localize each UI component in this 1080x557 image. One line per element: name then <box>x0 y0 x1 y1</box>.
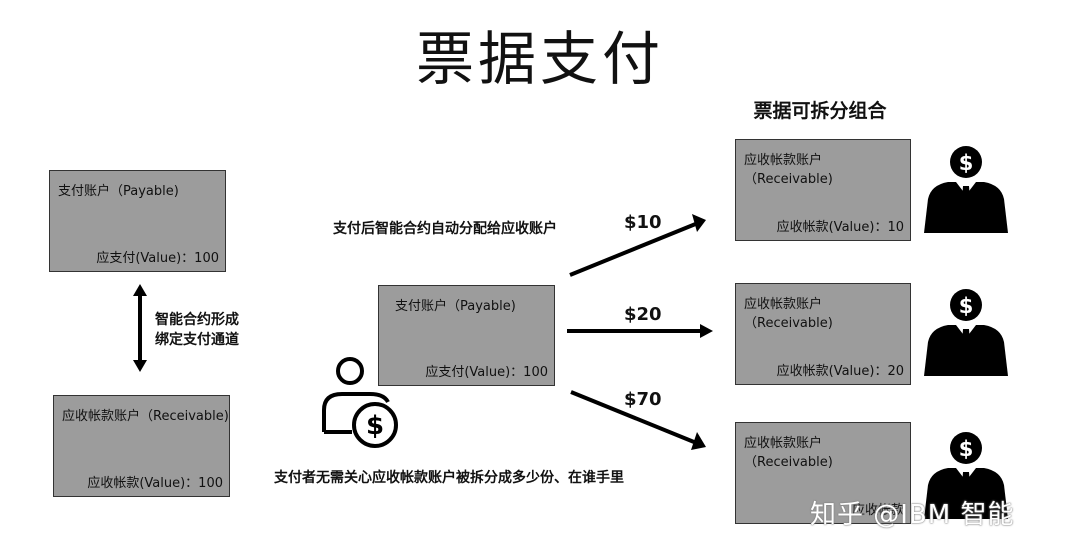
businessman-dollar-icon: $ <box>924 146 1008 233</box>
svg-text:$: $ <box>366 411 384 441</box>
account-value: 应收帐款(Value)：10 <box>776 220 904 235</box>
account-name: 支付账户（Payable) <box>395 299 516 314</box>
arrow-label-20: $20 <box>624 304 662 325</box>
businessman-dollar-icon: $ <box>924 432 1008 519</box>
right-receivable-box-2: 应收帐款账户（Receivable) 应收帐款(Value)：20 <box>735 283 911 385</box>
center-payable-box: 支付账户（Payable) 应支付(Value)：100 <box>378 285 555 386</box>
account-name: 支付账户（Payable) <box>58 184 179 199</box>
account-name: 应收帐款账户（Receivable) <box>744 297 833 331</box>
auto-distribute-note: 支付后智能合约自动分配给应收账户 <box>333 221 557 237</box>
binding-note-line2: 绑定支付通道 <box>155 332 239 348</box>
account-value: 应收帐款 <box>851 503 904 518</box>
binding-note-line1: 智能合约形成 <box>155 312 239 328</box>
svg-text:$: $ <box>959 437 974 461</box>
account-name: 应收帐款账户（Receivable) <box>62 409 229 424</box>
account-value: 应收帐款(Value)：100 <box>87 476 223 491</box>
diagram-title: 票据支付 <box>415 25 664 93</box>
left-payable-box: 支付账户（Payable) 应支付(Value)：100 <box>49 170 226 272</box>
svg-text:$: $ <box>959 151 974 175</box>
right-receivable-box-3: 应收帐款账户（Receivable) 应收帐款 <box>735 422 911 524</box>
account-name: 应收帐款账户（Receivable) <box>744 153 833 187</box>
split-header: 票据可拆分组合 <box>753 100 887 122</box>
binding-note: 智能合约形成 绑定支付通道 <box>155 310 239 350</box>
account-value: 应支付(Value)：100 <box>425 365 548 380</box>
arrow-10 <box>569 221 699 277</box>
account-value: 应支付(Value)：100 <box>96 251 219 266</box>
businessman-dollar-icon: $ <box>924 289 1008 376</box>
watermark: 知乎 @IBM 智能 <box>810 500 1015 530</box>
distribution-arrows <box>567 214 713 450</box>
account-value: 应收帐款(Value)：20 <box>776 364 904 379</box>
svg-text:$: $ <box>959 294 974 318</box>
account-name: 应收帐款账户（Receivable) <box>744 436 833 470</box>
arrow-label-70: $70 <box>624 389 662 410</box>
arrow-label-10: $10 <box>624 212 662 233</box>
payer-note: 支付者无需关心应收帐款账户被拆分成多少份、在谁手里 <box>274 470 624 486</box>
binding-channel-arrow <box>133 284 147 372</box>
left-receivable-box: 应收帐款账户（Receivable) 应收帐款(Value)：100 <box>53 395 230 497</box>
payer-with-dollar-icon: $ <box>322 357 398 448</box>
right-receivable-box-1: 应收帐款账户（Receivable) 应收帐款(Value)：10 <box>735 139 911 241</box>
arrow-70 <box>570 390 695 444</box>
